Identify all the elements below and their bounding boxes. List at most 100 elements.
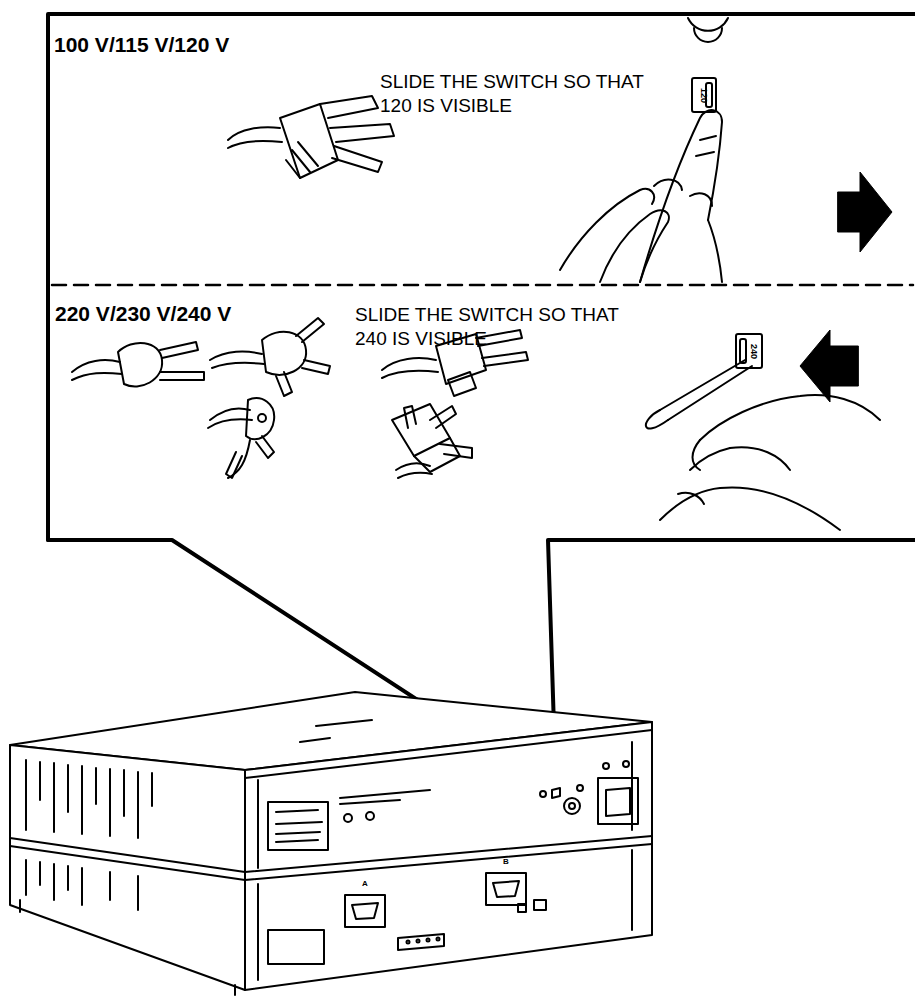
callout-outline xyxy=(48,14,915,790)
drawing-part xyxy=(382,358,436,370)
drawing-part xyxy=(417,940,420,943)
drawing-part xyxy=(693,440,701,470)
drawing-part xyxy=(688,18,728,31)
instruction-text: SLIDE THE SWITCH SO THAT 240 IS VISIBLE xyxy=(355,303,627,351)
voltage-section: 220 V/230 V/240 V SLIDE THE SWITCH SO THA… xyxy=(48,287,915,537)
drawing-part xyxy=(518,904,526,912)
drawing-part xyxy=(210,352,262,360)
drawing-part xyxy=(708,220,722,282)
hand xyxy=(560,110,722,282)
drawing-part xyxy=(564,798,580,814)
drawing-part xyxy=(276,372,292,396)
drawing-part xyxy=(366,812,374,820)
drawing-part xyxy=(440,444,472,458)
drawing-part xyxy=(256,436,274,458)
drawing-part xyxy=(448,372,476,396)
drawing-part xyxy=(486,873,526,905)
direction-arrow xyxy=(838,172,892,252)
drawing-part xyxy=(398,934,444,950)
drawing-part xyxy=(246,398,274,439)
drawing-part xyxy=(160,372,204,380)
drawing-part xyxy=(646,410,668,429)
voltage-heading: 100 V/115 V/120 V xyxy=(54,32,384,58)
drawing-part xyxy=(26,760,152,838)
drawing-part xyxy=(345,895,385,927)
drawing-part xyxy=(245,722,652,990)
drawing-part xyxy=(10,836,652,872)
drawing-part xyxy=(569,803,575,809)
drawing-part xyxy=(26,860,138,910)
drawing-part xyxy=(10,14,915,995)
voltage-heading: 220 V/230 V/240 V xyxy=(55,301,345,327)
drawing-part xyxy=(344,814,352,822)
drawing-part xyxy=(228,127,280,140)
drawing-part xyxy=(482,352,528,366)
drawing-part xyxy=(437,938,440,941)
drawing-part xyxy=(332,146,382,172)
drawing-part xyxy=(640,110,722,282)
instruction-text: SLIDE THE SWITCH SO THAT 120 IS VISIBLE xyxy=(380,70,652,118)
drawing-part xyxy=(118,343,162,387)
drawing-part xyxy=(398,473,432,478)
drawing-part xyxy=(623,761,629,767)
drawing-part xyxy=(208,419,252,428)
drawing-part xyxy=(226,452,242,478)
drawing-part xyxy=(10,844,652,880)
drawing-part xyxy=(212,363,264,368)
drawing-part xyxy=(228,440,250,478)
drawing-part xyxy=(352,903,378,919)
drawing-part xyxy=(300,720,372,742)
drawing-part xyxy=(696,136,716,156)
port-letter: B xyxy=(503,858,509,866)
drawing-part xyxy=(493,881,519,897)
drawing-part xyxy=(678,493,704,504)
drawing-part xyxy=(276,810,322,842)
drawing-part xyxy=(730,447,790,470)
drawing-part xyxy=(427,939,430,942)
drawing-part xyxy=(48,14,915,540)
drawing-part xyxy=(577,785,583,791)
computer-unit xyxy=(10,692,652,995)
drawing-part xyxy=(302,360,330,374)
drawing-part xyxy=(654,180,682,190)
drawing-part xyxy=(210,408,250,420)
drawing-part xyxy=(552,788,560,798)
drawing-part xyxy=(660,487,840,530)
drawing-part xyxy=(330,124,394,142)
drawing-part xyxy=(407,941,410,944)
drawing-part xyxy=(280,104,338,178)
drawing-part xyxy=(692,78,716,112)
port-letter: A xyxy=(362,880,368,888)
voltage-section: 100 V/115 V/120 V SLIDE THE SWITCH SO THA… xyxy=(48,16,915,284)
us-plug xyxy=(228,96,394,178)
direction-arrow xyxy=(800,330,858,402)
drawing-part xyxy=(598,778,638,824)
drawing-part xyxy=(430,406,456,428)
drawing-part xyxy=(20,900,235,995)
drawing-part xyxy=(540,791,546,797)
drawing-part xyxy=(320,96,378,118)
drawing-part xyxy=(52,284,913,287)
drawing-part xyxy=(262,332,306,375)
drawing-part xyxy=(606,788,630,816)
drawing-part xyxy=(340,790,430,804)
drawing-part xyxy=(382,371,438,378)
drawing-part xyxy=(286,142,318,178)
drawing-part xyxy=(631,742,633,930)
drawing-part xyxy=(72,360,120,372)
drawing-part xyxy=(268,802,328,850)
drawing-part xyxy=(160,342,198,358)
drawing-part xyxy=(560,189,654,270)
switch-setting: 120 xyxy=(700,87,709,102)
drawing-part xyxy=(603,763,609,769)
drawing-part xyxy=(690,193,712,206)
drawing-part xyxy=(257,780,259,980)
switch-setting: 240 xyxy=(750,343,759,358)
drawing-part xyxy=(404,406,416,428)
drawing-part xyxy=(245,730,652,778)
drawing-part xyxy=(296,318,324,342)
drawing-part xyxy=(700,395,880,440)
switch-icon xyxy=(688,18,728,112)
drawing-part xyxy=(258,414,266,422)
